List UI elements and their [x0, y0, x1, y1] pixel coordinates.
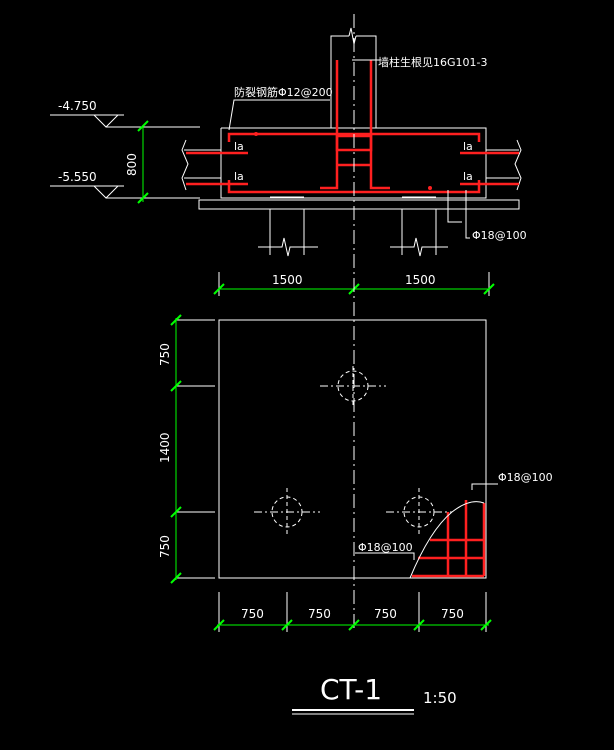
la-label: la: [463, 140, 473, 153]
column-outline-left: [330, 35, 349, 128]
side-slab-left: [181, 139, 221, 191]
elevation-bottom-label: -5.550: [58, 170, 97, 184]
plan-horizontal-dimension: [213, 592, 492, 632]
column-outline-right: [356, 35, 377, 128]
column-anchorage-note: 墙柱生根见16G101-3: [378, 55, 487, 69]
pile-left: [258, 196, 318, 257]
title-scale: 1:50: [423, 689, 457, 707]
pile-plan-top: [320, 366, 386, 406]
plan-rebar-right-note: Φ18@100: [498, 471, 553, 484]
pile-plan-bottom-right: [386, 488, 452, 536]
plan-vertical-dimension: [170, 314, 215, 584]
la-label: la: [234, 170, 244, 183]
pile-cap-plan-outline: [218, 319, 487, 579]
plan-rebar-bottom-note: Φ18@100: [358, 541, 413, 554]
leader-line: [355, 552, 415, 560]
leader-line: [471, 483, 498, 490]
blinding-layer: [198, 199, 520, 210]
anti-crack-rebar-note: 防裂钢筋Φ12@200: [234, 85, 333, 99]
plan-dim-v3: 750: [158, 535, 172, 558]
rebar-dot: [254, 132, 258, 136]
leader-lines: [228, 59, 470, 239]
la-label: la: [463, 170, 473, 183]
elevation-bottom: [50, 185, 200, 199]
side-slab-right: [486, 139, 522, 191]
depth-dimension: [137, 120, 149, 204]
rebar-break-curve: [409, 501, 485, 579]
elevation-top: [50, 114, 200, 128]
plan-view: Φ18@100 Φ18@100 750 1400 750: [158, 314, 553, 632]
rebar-plan: [412, 500, 486, 578]
la-label: la: [234, 140, 244, 153]
plan-dim-h2: 750: [308, 607, 331, 621]
plan-dim-v2: 1400: [158, 432, 172, 463]
elevation-top-label: -4.750: [58, 99, 97, 113]
drawing-title: CT-1 1:50: [292, 673, 457, 715]
plan-dim-v1: 750: [158, 343, 172, 366]
pile-cap-outline: [220, 127, 487, 199]
depth-label: 800: [125, 153, 139, 176]
plan-dim-h4: 750: [441, 607, 464, 621]
title-name: CT-1: [320, 673, 382, 706]
section-view: la la la la 防裂钢筋Φ12@200 墙柱生根见16G101-3 Φ1…: [50, 27, 527, 296]
rebar-dot: [428, 186, 432, 190]
span-label-left: 1500: [272, 273, 303, 287]
bottom-rebar-note: Φ18@100: [472, 229, 527, 242]
span-label-right: 1500: [405, 273, 436, 287]
pile-right: [390, 196, 448, 257]
pile-plan-bottom-left: [254, 488, 320, 536]
break-mark: [348, 27, 357, 45]
plan-dim-h1: 750: [241, 607, 264, 621]
plan-dim-h3: 750: [374, 607, 397, 621]
